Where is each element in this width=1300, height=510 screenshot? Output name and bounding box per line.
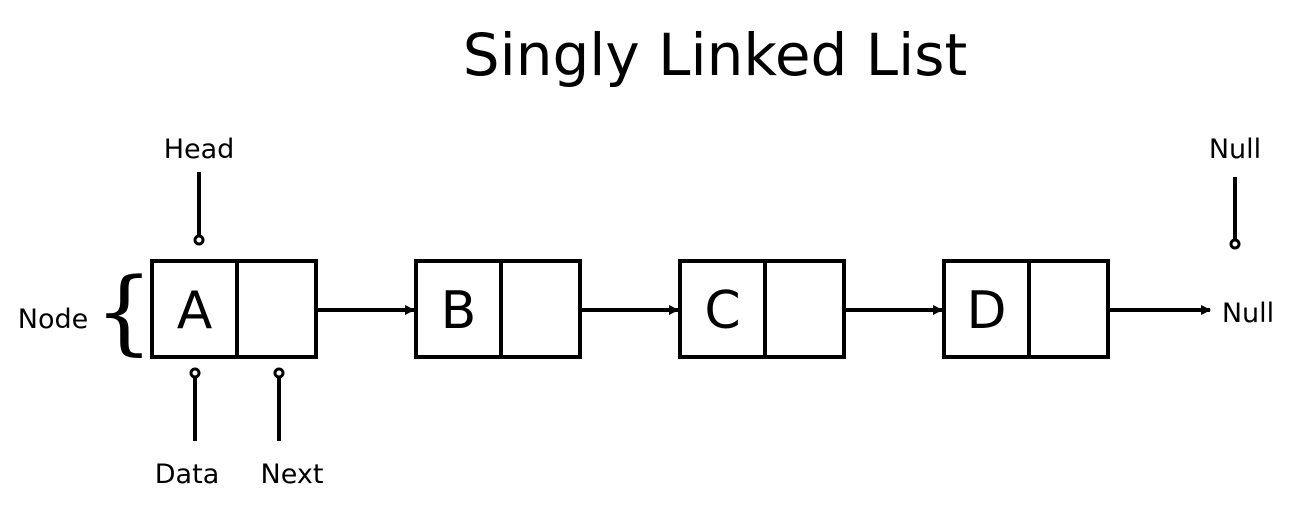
node-box [942,259,1110,359]
node-box [414,259,582,359]
null-end-label: Null [1222,298,1274,329]
head-label: Head [164,134,235,165]
null-top-label: Null [1209,134,1261,165]
diagram-title: Singly Linked List [463,21,967,89]
null-top-pin [1229,238,1241,250]
node-label: Node [18,304,88,335]
node-list: A B C D [150,259,1110,359]
node-brace: { [95,258,154,365]
node-a: A [150,259,415,359]
node-c: C [678,259,943,359]
node-b: B [414,259,679,359]
node-d: D [942,259,1110,359]
head-pointer-pin [193,234,205,246]
node-value: D [966,281,1006,341]
node-value: A [177,281,213,341]
node-value: B [441,281,477,341]
data-pointer-pin [189,367,201,379]
next-pointer-pin [273,367,285,379]
node-box [678,259,846,359]
node-value: C [704,281,740,341]
data-label: Data [155,459,219,490]
next-label: Next [261,459,324,490]
